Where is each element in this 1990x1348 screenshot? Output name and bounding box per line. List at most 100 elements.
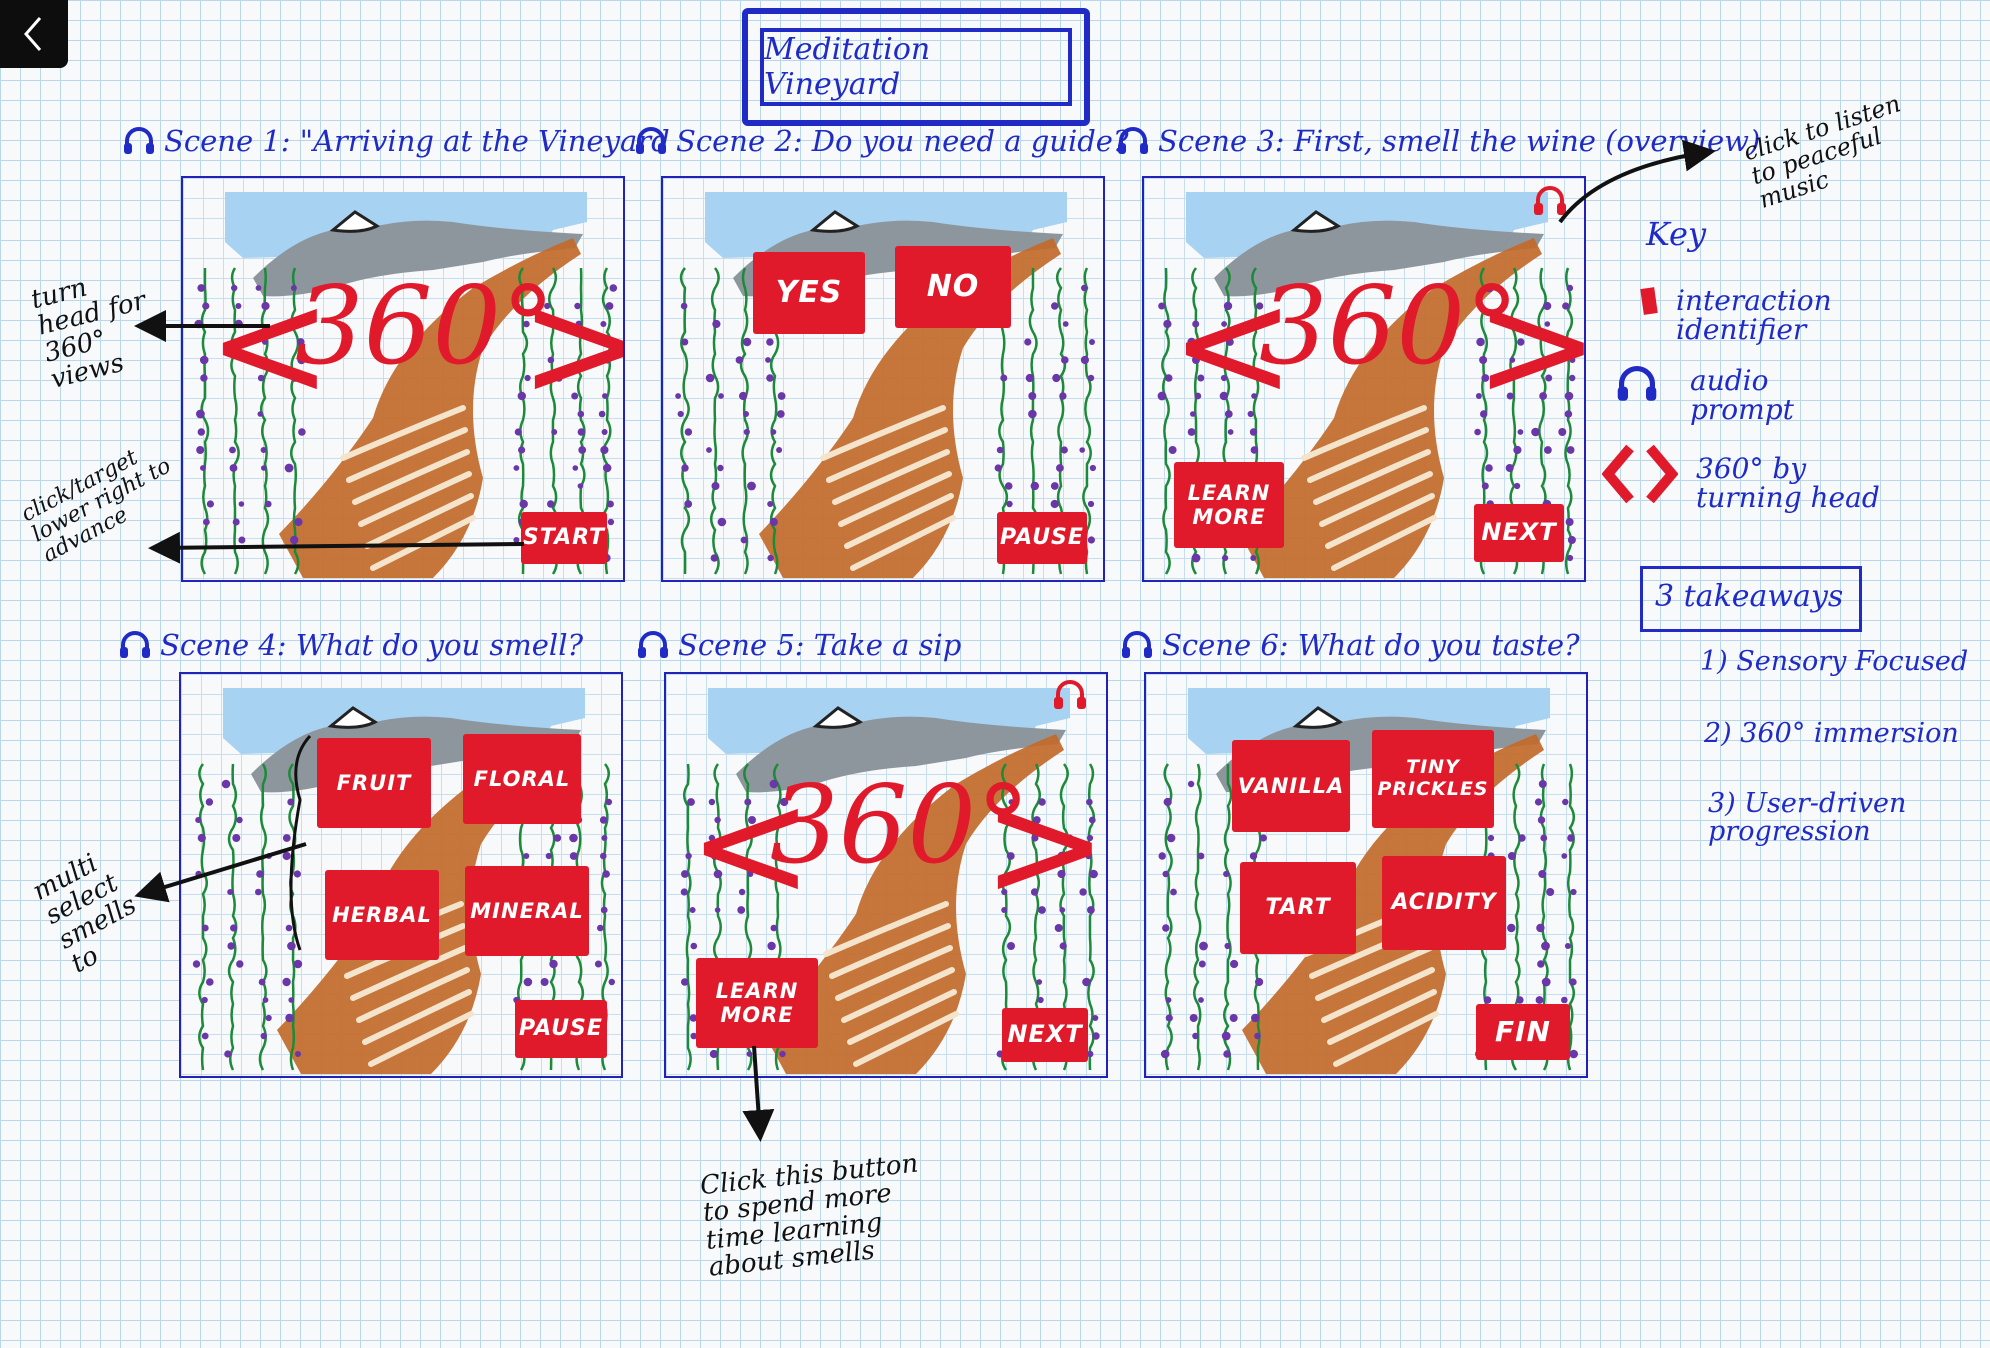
herbal-option[interactable]: HERBAL <box>325 870 439 960</box>
grape-dot <box>1546 888 1555 896</box>
grape-dot <box>1192 1032 1199 1040</box>
grape-dot <box>1194 392 1202 400</box>
mountain-shape <box>736 708 1066 793</box>
vine-stroke <box>682 763 692 1071</box>
grape-dot <box>1483 996 1492 1004</box>
floral-option[interactable]: FLORAL <box>463 734 581 824</box>
path-highlight <box>838 471 952 527</box>
vineyard-illustration <box>194 192 618 578</box>
takeaways-title-box: 3 takeaways <box>1640 566 1862 632</box>
grape-dot <box>1187 337 1196 347</box>
mineral-option[interactable]: MINERAL <box>465 866 589 956</box>
grape-dot <box>1080 355 1089 365</box>
next-button[interactable]: NEXT <box>1002 1008 1088 1062</box>
start-button[interactable]: START <box>521 512 607 564</box>
scene-3-caption-text: Scene 3: First, smell the wine (overview… <box>1158 124 1761 158</box>
fruit-option[interactable]: FRUIT <box>317 738 431 828</box>
grape-dot <box>1170 888 1177 896</box>
pause-button[interactable]: PAUSE <box>515 1000 607 1058</box>
music-audio-icon[interactable] <box>1052 680 1088 710</box>
vineyard-path-shape <box>759 238 1061 578</box>
scene-caption-1: Scene 1: "Arriving at the Vineyard <box>122 124 670 158</box>
vanilla-option[interactable]: VANILLA <box>1232 740 1350 832</box>
grape-dot <box>285 924 293 932</box>
grape-dot <box>547 356 555 364</box>
headphones-icon <box>120 631 150 658</box>
fin-button[interactable]: FIN <box>1476 1004 1570 1060</box>
grape-dot <box>1545 374 1553 382</box>
annotation-click-start: click/target lower right to advance <box>17 445 176 568</box>
grape-dot <box>1031 834 1039 842</box>
grape-dot <box>1506 392 1514 400</box>
grape-dot <box>298 428 306 436</box>
grape-dot <box>1163 797 1172 807</box>
learn-more-button[interactable]: LEARN MORE <box>1174 462 1284 548</box>
grape-dot <box>288 997 294 1003</box>
grape-dot <box>1158 302 1166 310</box>
grape-dot <box>1061 356 1069 364</box>
grape-dot <box>1051 302 1059 310</box>
scene-panel-1: 360° < > START <box>181 176 625 582</box>
grape-dot <box>743 411 749 417</box>
yes-button[interactable]: YES <box>753 252 865 334</box>
path-highlight <box>841 967 955 1023</box>
grape-dot <box>229 464 238 472</box>
grape-dot <box>230 924 238 932</box>
grape-dot <box>1566 554 1574 562</box>
grape-dot <box>1038 906 1046 914</box>
path-highlight <box>356 967 470 1023</box>
grape-dot <box>739 391 748 401</box>
grape-dot <box>742 337 752 347</box>
grape-dot <box>232 518 240 526</box>
grape-dot <box>770 924 778 932</box>
grape-dot <box>1199 941 1208 951</box>
grape-dot <box>1505 464 1514 472</box>
music-audio-icon[interactable] <box>1532 186 1568 216</box>
next-button[interactable]: NEXT <box>1474 504 1564 562</box>
acidity-option[interactable]: ACIDITY <box>1382 856 1506 950</box>
grape-dot <box>206 978 214 986</box>
vine-stroke <box>1087 763 1096 1071</box>
grape-dot <box>1059 907 1066 913</box>
grape-dot <box>597 924 604 932</box>
grape-dot <box>771 852 780 860</box>
grape-dot <box>200 374 208 382</box>
chevron-right-360-icon: > <box>1474 270 1584 420</box>
grape-dot <box>711 482 720 490</box>
grape-dot <box>608 978 615 986</box>
grape-dot <box>748 816 756 824</box>
grape-dot <box>1507 923 1516 933</box>
learn-more-button[interactable]: LEARN MORE <box>696 958 818 1048</box>
grape-dot <box>773 870 781 878</box>
grape-dot <box>229 446 236 454</box>
grape-dot <box>290 535 299 545</box>
rotate-360-label: 360° <box>1259 264 1520 389</box>
grape-dot <box>1168 446 1177 454</box>
tiny-prickles-option[interactable]: TINY PRICKLES <box>1372 730 1494 828</box>
grape-dot <box>1060 446 1068 454</box>
grape-dot <box>1259 834 1267 842</box>
back-button[interactable] <box>0 0 68 68</box>
grape-dot <box>1197 374 1205 382</box>
grape-dot <box>256 870 264 878</box>
grape-dot <box>571 392 579 400</box>
grape-dot <box>524 374 531 382</box>
grape-dot <box>1028 409 1037 419</box>
grape-dot <box>1086 834 1094 842</box>
grape-dot <box>1569 978 1577 986</box>
grape-dot <box>600 445 609 455</box>
pause-button[interactable]: PAUSE <box>997 512 1087 564</box>
grape-dot <box>779 1050 786 1058</box>
grape-dot <box>690 942 698 950</box>
chevron-right-360-icon: > <box>519 270 623 420</box>
grape-dot <box>767 941 776 951</box>
grape-dot <box>680 888 688 896</box>
grape-dot <box>1566 284 1574 292</box>
chevron-left-360-icon: < <box>1170 258 1296 432</box>
tart-option[interactable]: TART <box>1240 862 1356 954</box>
path-highlight <box>362 989 472 1045</box>
grape-dot <box>221 779 231 789</box>
vine-stroke <box>1223 763 1233 1071</box>
no-button[interactable]: NO <box>895 246 1011 328</box>
grape-dot <box>681 870 689 878</box>
